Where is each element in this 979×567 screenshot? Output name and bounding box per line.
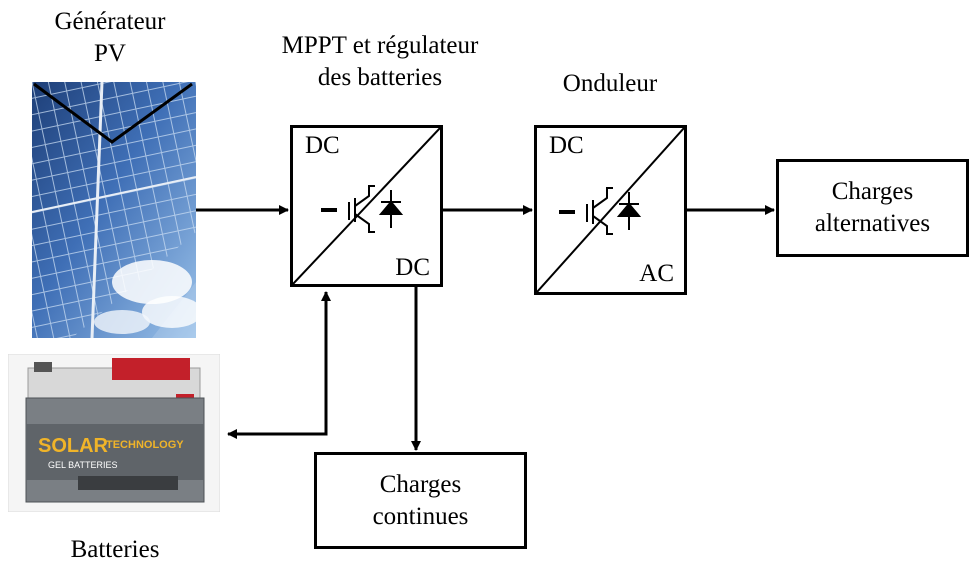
- mppt-input-type: DC: [305, 132, 340, 159]
- diagonal-line: [293, 128, 440, 284]
- mppt-converter-box: DC DC: [290, 125, 443, 287]
- ac-loads-box: Charges alternatives: [776, 159, 969, 257]
- battery-image: SOLAR TECHNOLOGY GEL BATTERIES: [8, 354, 220, 512]
- inverter-box: DC AC: [534, 125, 687, 295]
- arrow-battery-mppt-bidir: [227, 291, 331, 439]
- svg-text:GEL BATTERIES: GEL BATTERIES: [48, 460, 118, 470]
- dc-loads-label-line1: Charges: [379, 471, 462, 498]
- dc-loads-label-line2: continues: [372, 503, 469, 530]
- igbt-diode-symbol-icon: [321, 185, 404, 233]
- diagonal-line: [537, 128, 684, 292]
- dc-loads-box: Charges continues: [314, 452, 527, 549]
- battery-brand-text: SOLAR: [38, 435, 109, 457]
- igbt-diode-symbol-icon: [559, 187, 642, 235]
- ac-loads-label-line2: alternatives: [814, 210, 931, 237]
- mppt-label-line1: MPPT et régulateur: [281, 32, 479, 59]
- ac-loads-label-line1: Charges: [831, 178, 914, 205]
- mppt-output-type: DC: [395, 254, 430, 281]
- inverter-input-type: DC: [549, 132, 584, 159]
- pv-generator-label-line1: Générateur: [54, 8, 166, 35]
- mppt-label: MPPT et régulateur des batteries: [255, 30, 505, 94]
- inverter-label: Onduleur: [562, 70, 658, 97]
- pv-generator-label: Générateur PV: [30, 6, 190, 70]
- svg-text:TECHNOLOGY: TECHNOLOGY: [106, 439, 184, 451]
- inverter-output-type: AC: [639, 260, 674, 287]
- pv-generator-label-line2: PV: [94, 40, 126, 67]
- mppt-label-line2: des batteries: [317, 64, 443, 91]
- pv-panel-image: [32, 82, 196, 338]
- batteries-label: Batteries: [70, 536, 160, 563]
